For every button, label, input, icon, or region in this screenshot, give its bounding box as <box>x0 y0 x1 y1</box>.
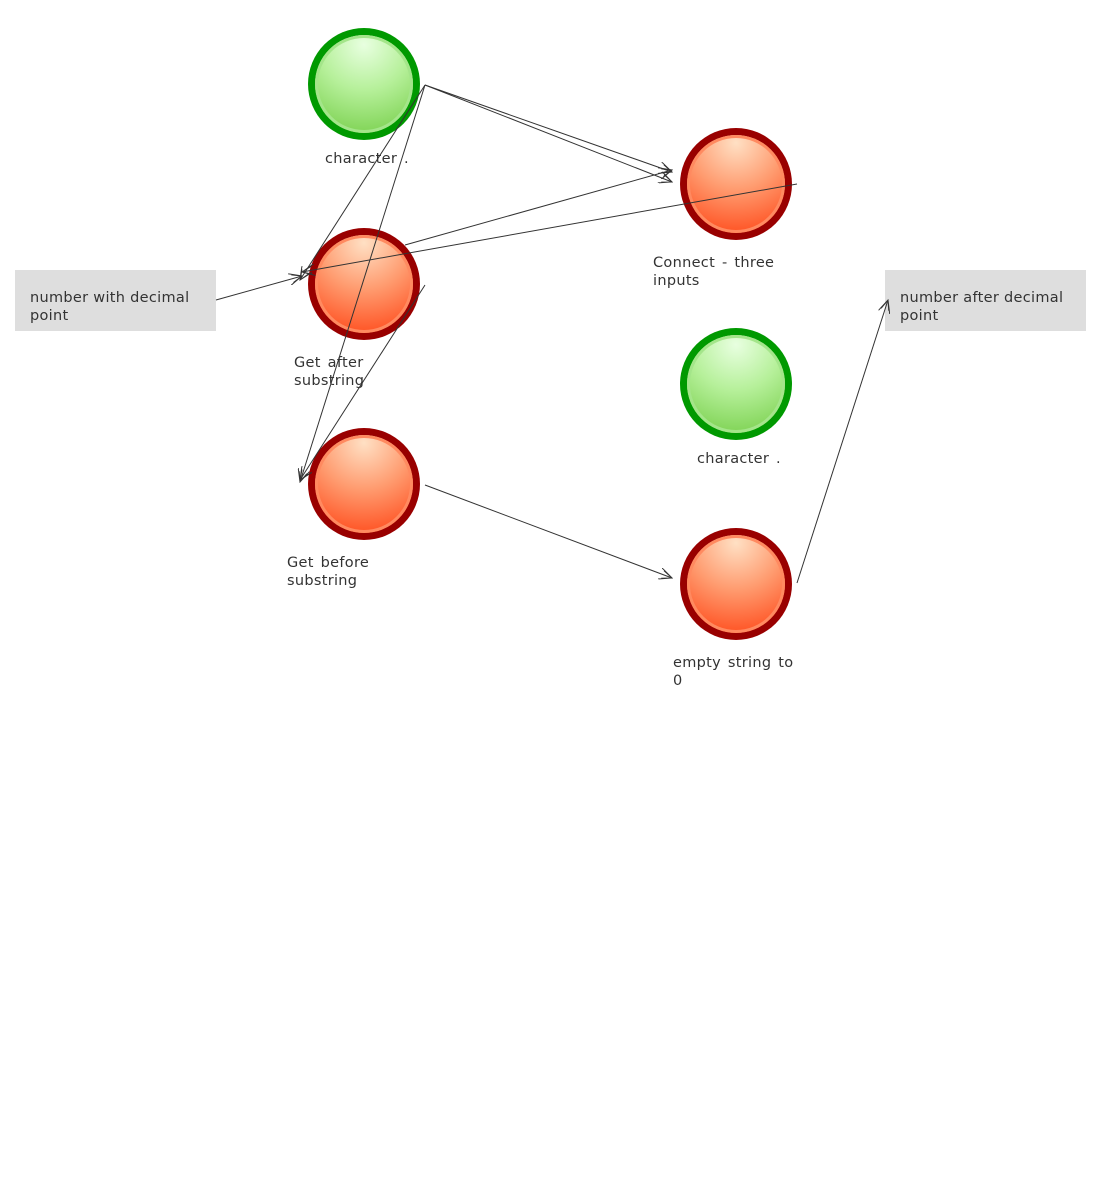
edge[interactable] <box>796 300 888 584</box>
node-label: Get before substring <box>287 555 370 589</box>
node-label: character . <box>697 451 781 467</box>
function-node-empty-string-to-0[interactable] <box>680 528 792 640</box>
edge[interactable] <box>424 484 672 578</box>
constant-node-character-dot-2[interactable] <box>680 328 792 440</box>
node-label: Connect - three inputs <box>653 255 775 289</box>
output-box-number-after-decimal-point[interactable]: number after decimal point <box>885 270 1086 331</box>
edge[interactable] <box>424 84 672 172</box>
function-node-connect-three-inputs[interactable] <box>680 128 792 240</box>
edge[interactable] <box>215 276 302 301</box>
edge[interactable] <box>404 170 672 246</box>
constant-node-character-dot[interactable] <box>308 28 420 140</box>
output-label: number after decimal point <box>900 290 1064 324</box>
input-label: number with decimal point <box>30 290 190 324</box>
function-node-get-before-substring[interactable] <box>308 428 420 540</box>
function-node-get-after-substring[interactable] <box>308 228 420 340</box>
node-label: Get after substring <box>294 355 365 389</box>
edge[interactable] <box>424 84 672 182</box>
node-label: empty string to 0 <box>673 655 794 689</box>
input-box-number-with-decimal-point[interactable]: number with decimal point <box>15 270 216 331</box>
node-label: character . <box>325 151 409 167</box>
